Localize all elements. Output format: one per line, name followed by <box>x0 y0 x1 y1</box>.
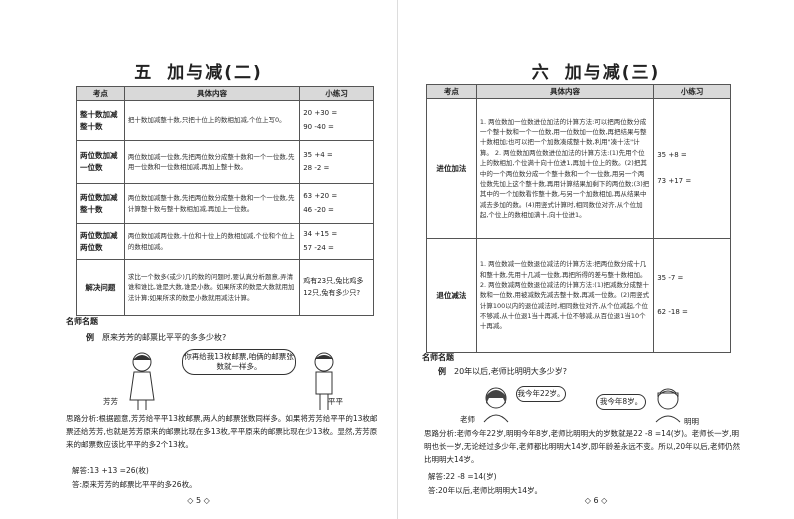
speech-bubble-teacher: 我今年22岁。 <box>516 386 566 402</box>
girl-figure <box>129 352 155 410</box>
row-content: 1. 两位数加一位数进位加法的计算方法:可以把两位数分成一个整十数和一个一位数,… <box>475 98 655 239</box>
header-ex: 小练习 <box>299 86 374 101</box>
row-kd: 退位减法 <box>426 238 477 353</box>
teacher-figure <box>483 387 509 423</box>
row-content: 两位数加减两位数,十位和十位上的数相加减,个位和个位上的数相加减。 <box>123 223 301 260</box>
table-row: 退位减法 1. 两位数减一位数退位减法的计算方法:把两位数分成十几和整十数,先用… <box>426 238 731 353</box>
left-page: 五加与减(二) 考点 具体内容 小练习 整十数加减整十数 把十数加减整十数,只把… <box>0 58 397 505</box>
row-content: 把十数加减整十数,只把十位上的数相加减,个位上写0。 <box>123 100 301 141</box>
example-label: 例 <box>86 333 94 342</box>
row-kd: 进位加法 <box>426 98 477 239</box>
answer-text: 解答:22 -8 =14(岁) <box>428 472 497 481</box>
row-ex: 63 +20 =46 -20 = <box>299 183 374 224</box>
example-question: 例原来芳芳的邮票比平平的多多少枚? <box>86 332 226 343</box>
table-row: 解决问题 求比一个数多(或少)几的数的问题时,要认真分析题意,弄清谁和谁比,谁是… <box>76 259 374 316</box>
analysis-text: 思路分析:老师今年22岁,明明今年8岁,老师比明明大的岁数就是22 -8 =14… <box>424 429 741 465</box>
row-ex: 20 +30 =90 -40 = <box>299 100 374 141</box>
speech-bubble: 你再给我13枚邮票,咱俩的邮票张数就一样多。 <box>182 349 296 375</box>
row-kd: 整十数加减整十数 <box>76 100 125 141</box>
row-content: 求比一个数多(或少)几的数的问题时,要认真分析题意,弄清谁和谁比,谁是大数,谁是… <box>123 259 301 316</box>
row-ex: 35 -7 =62 -18 = <box>653 238 731 353</box>
table-row: 两位数加减两位数 两位数加减两位数,十位和十位上的数相加减,个位和个位上的数相加… <box>76 223 374 260</box>
knowledge-table: 考点 具体内容 小练习 进位加法 1. 两位数加一位数进位加法的计算方法:可以把… <box>426 84 731 353</box>
header-kd: 考点 <box>426 84 477 99</box>
header-content: 具体内容 <box>123 86 301 101</box>
table-row: 两位数加减一位数 两位数加减一位数,先把两位数分成整十数和一个一位数,先用一位数… <box>76 140 374 184</box>
name-pingping: 平平 <box>328 397 343 406</box>
row-kd: 两位数加减两位数 <box>76 223 125 260</box>
mingming-figure <box>655 388 681 423</box>
table-row: 整十数加减整十数 把十数加减整十数,只把十位上的数相加减,个位上写0。 20 +… <box>76 100 374 141</box>
boy-figure <box>314 352 334 410</box>
example-text: 原来芳芳的邮票比平平的多多少枚? <box>102 333 227 342</box>
example-text: 20年以后,老师比明明大多少岁? <box>454 367 567 376</box>
header-kd: 考点 <box>76 86 125 101</box>
row-ex: 34 +15 =57 -24 = <box>299 223 374 260</box>
reply-text: 答:20年以后,老师比明明大14岁。 <box>428 486 542 495</box>
knowledge-table: 考点 具体内容 小练习 整十数加减整十数 把十数加减整十数,只把十位上的数相加减… <box>76 86 374 316</box>
famous-title: 名师名题 <box>422 353 454 362</box>
page-number: ◇ 6 ◇ <box>584 496 608 505</box>
right-page: 六加与减(三) 考点 具体内容 小练习 进位加法 1. 两位数加一位数进位加法的… <box>397 0 794 519</box>
table-row: 进位加法 1. 两位数加一位数进位加法的计算方法:可以把两位数分成一个整十数和一… <box>426 98 731 239</box>
name-fangfang: 芳芳 <box>103 397 118 406</box>
row-ex: 35 +4 =28 -2 = <box>299 140 374 184</box>
title-text: 加与减(二) <box>167 63 263 83</box>
row-content: 两位数加减一位数,先把两位数分成整十数和一个一位数,先用一位数和一位数相加减,再… <box>123 140 301 184</box>
table-row: 两位数加减整十数 两位数加减整十数,先把两位数分成整十数和一个一位数,先计算整十… <box>76 183 374 224</box>
example-question: 例 20年以后,老师比明明大多少岁? <box>438 366 567 377</box>
row-kd: 两位数加减一位数 <box>76 140 125 184</box>
page-title: 六加与减(三) <box>398 58 794 83</box>
row-kd: 两位数加减整十数 <box>76 183 125 224</box>
name-teacher: 老师 <box>460 415 475 424</box>
row-content: 1. 两位数减一位数退位减法的计算方法:把两位数分成十几和整十数,先用十几减一位… <box>475 238 655 353</box>
reply-text: 答:原来芳芳的邮票比平平的多26枚。 <box>72 480 197 489</box>
analysis-text: 思路分析:根据题意,芳芳给平平13枚邮票,两人的邮票张数同样多。如果将芳芳给平平… <box>66 414 378 450</box>
example-label: 例 <box>438 367 446 376</box>
title-number: 五 <box>134 63 154 83</box>
row-ex: 鸡有23只,兔比鸡多12只,兔有多少只? <box>299 259 374 316</box>
name-mingming: 明明 <box>684 417 699 426</box>
title-text: 加与减(三) <box>564 63 661 83</box>
row-ex: 35 +8 =73 +17 = <box>653 98 731 239</box>
speech-bubble-mingming: 我今年8岁。 <box>596 394 646 410</box>
header-ex: 小练习 <box>653 84 731 99</box>
answer-text: 解答:13 +13 =26(枚) <box>72 466 149 475</box>
page-number: ◇ 5 ◇ <box>187 496 210 505</box>
page-title: 五加与减(二) <box>0 58 397 83</box>
famous-title: 名师名题 <box>66 317 98 326</box>
header-content: 具体内容 <box>475 84 655 99</box>
row-kd: 解决问题 <box>76 259 125 316</box>
row-content: 两位数加减整十数,先把两位数分成整十数和一个一位数,先计算整十数与整十数相加减,… <box>123 183 301 224</box>
title-number: 六 <box>531 63 551 83</box>
